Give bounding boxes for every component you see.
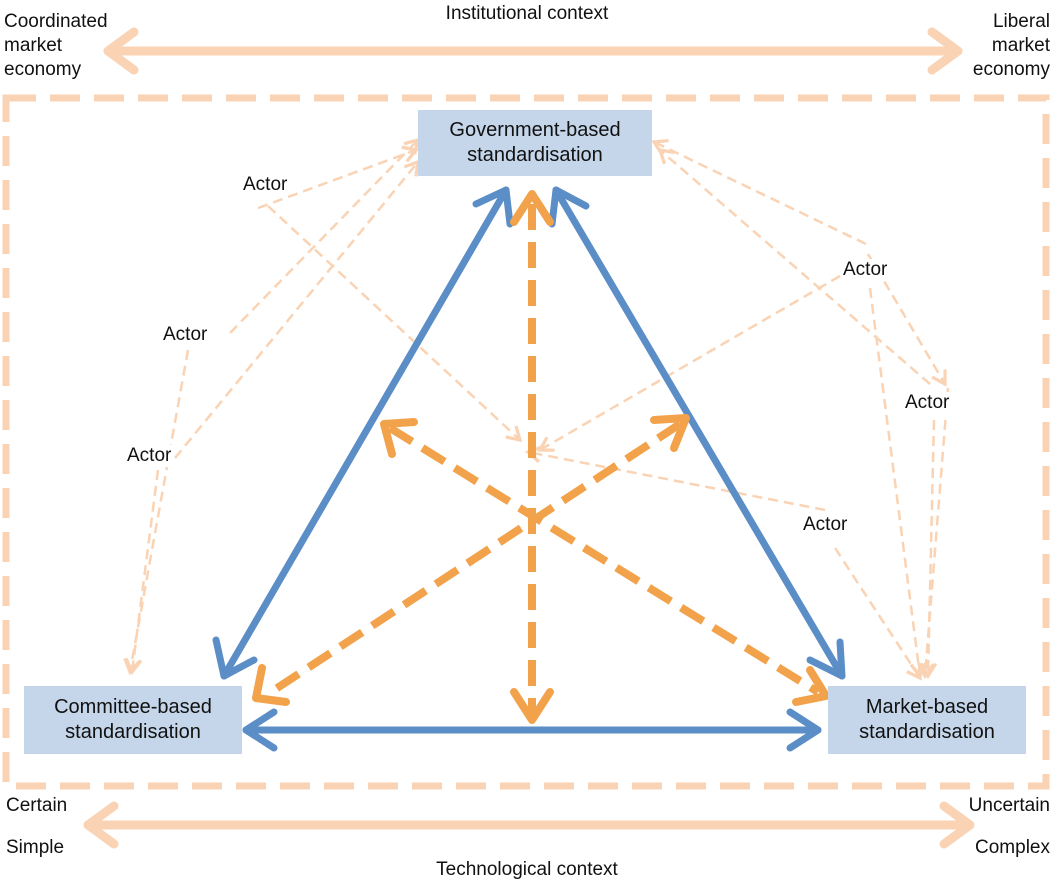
- market-line-1: Market-based: [865, 696, 989, 718]
- orange-arrowheads: [252, 190, 830, 724]
- liberal-line-3: economy: [972, 59, 1050, 80]
- liberal-market-economy-label: Liberal market economy: [973, 10, 1050, 82]
- coordinated-market-economy-label: Coordinated market economy: [4, 10, 108, 82]
- market-line-2: standardisation: [859, 721, 995, 743]
- institutional-context-arrow: [103, 27, 963, 75]
- technological-context-title: Technological context: [436, 859, 618, 880]
- committee-line-1: Committee-based: [54, 696, 212, 718]
- committee-line-2: standardisation: [65, 721, 201, 743]
- actor-label-left-upper: Actor: [162, 324, 209, 346]
- actor-label-right-upper: Actor: [842, 259, 889, 281]
- institutional-frame: [2, 94, 1050, 790]
- orange-relations: [265, 204, 821, 714]
- technological-context-arrow: [83, 801, 975, 849]
- complex-label: Complex: [975, 837, 1050, 858]
- actor-label-top-left: Actor: [242, 174, 289, 196]
- blue-relations: [212, 186, 846, 752]
- government-line-2: standardisation: [467, 144, 603, 166]
- uncertain-label: Uncertain: [968, 795, 1050, 816]
- committee-based-box: Committee-based standardisation: [24, 686, 242, 754]
- actor-links: [123, 137, 950, 681]
- market-based-box: Market-based standardisation: [828, 686, 1026, 754]
- government-line-1: Government-based: [449, 119, 621, 141]
- liberal-line-2: market: [991, 35, 1050, 56]
- coordinated-line-3: economy: [4, 59, 82, 80]
- coordinated-line-1: Coordinated: [4, 11, 108, 32]
- government-based-box: Government-based standardisation: [418, 110, 652, 176]
- institutional-context-title: Institutional context: [445, 3, 609, 24]
- actor-label-right-lower: Actor: [802, 514, 849, 536]
- simple-label: Simple: [6, 837, 65, 858]
- certain-label: Certain: [6, 795, 68, 816]
- coordinated-line-2: market: [4, 35, 63, 56]
- liberal-line-1: Liberal: [992, 11, 1050, 32]
- actor-label-left-lower: Actor: [126, 445, 173, 467]
- actor-label-right-middle: Actor: [904, 392, 951, 414]
